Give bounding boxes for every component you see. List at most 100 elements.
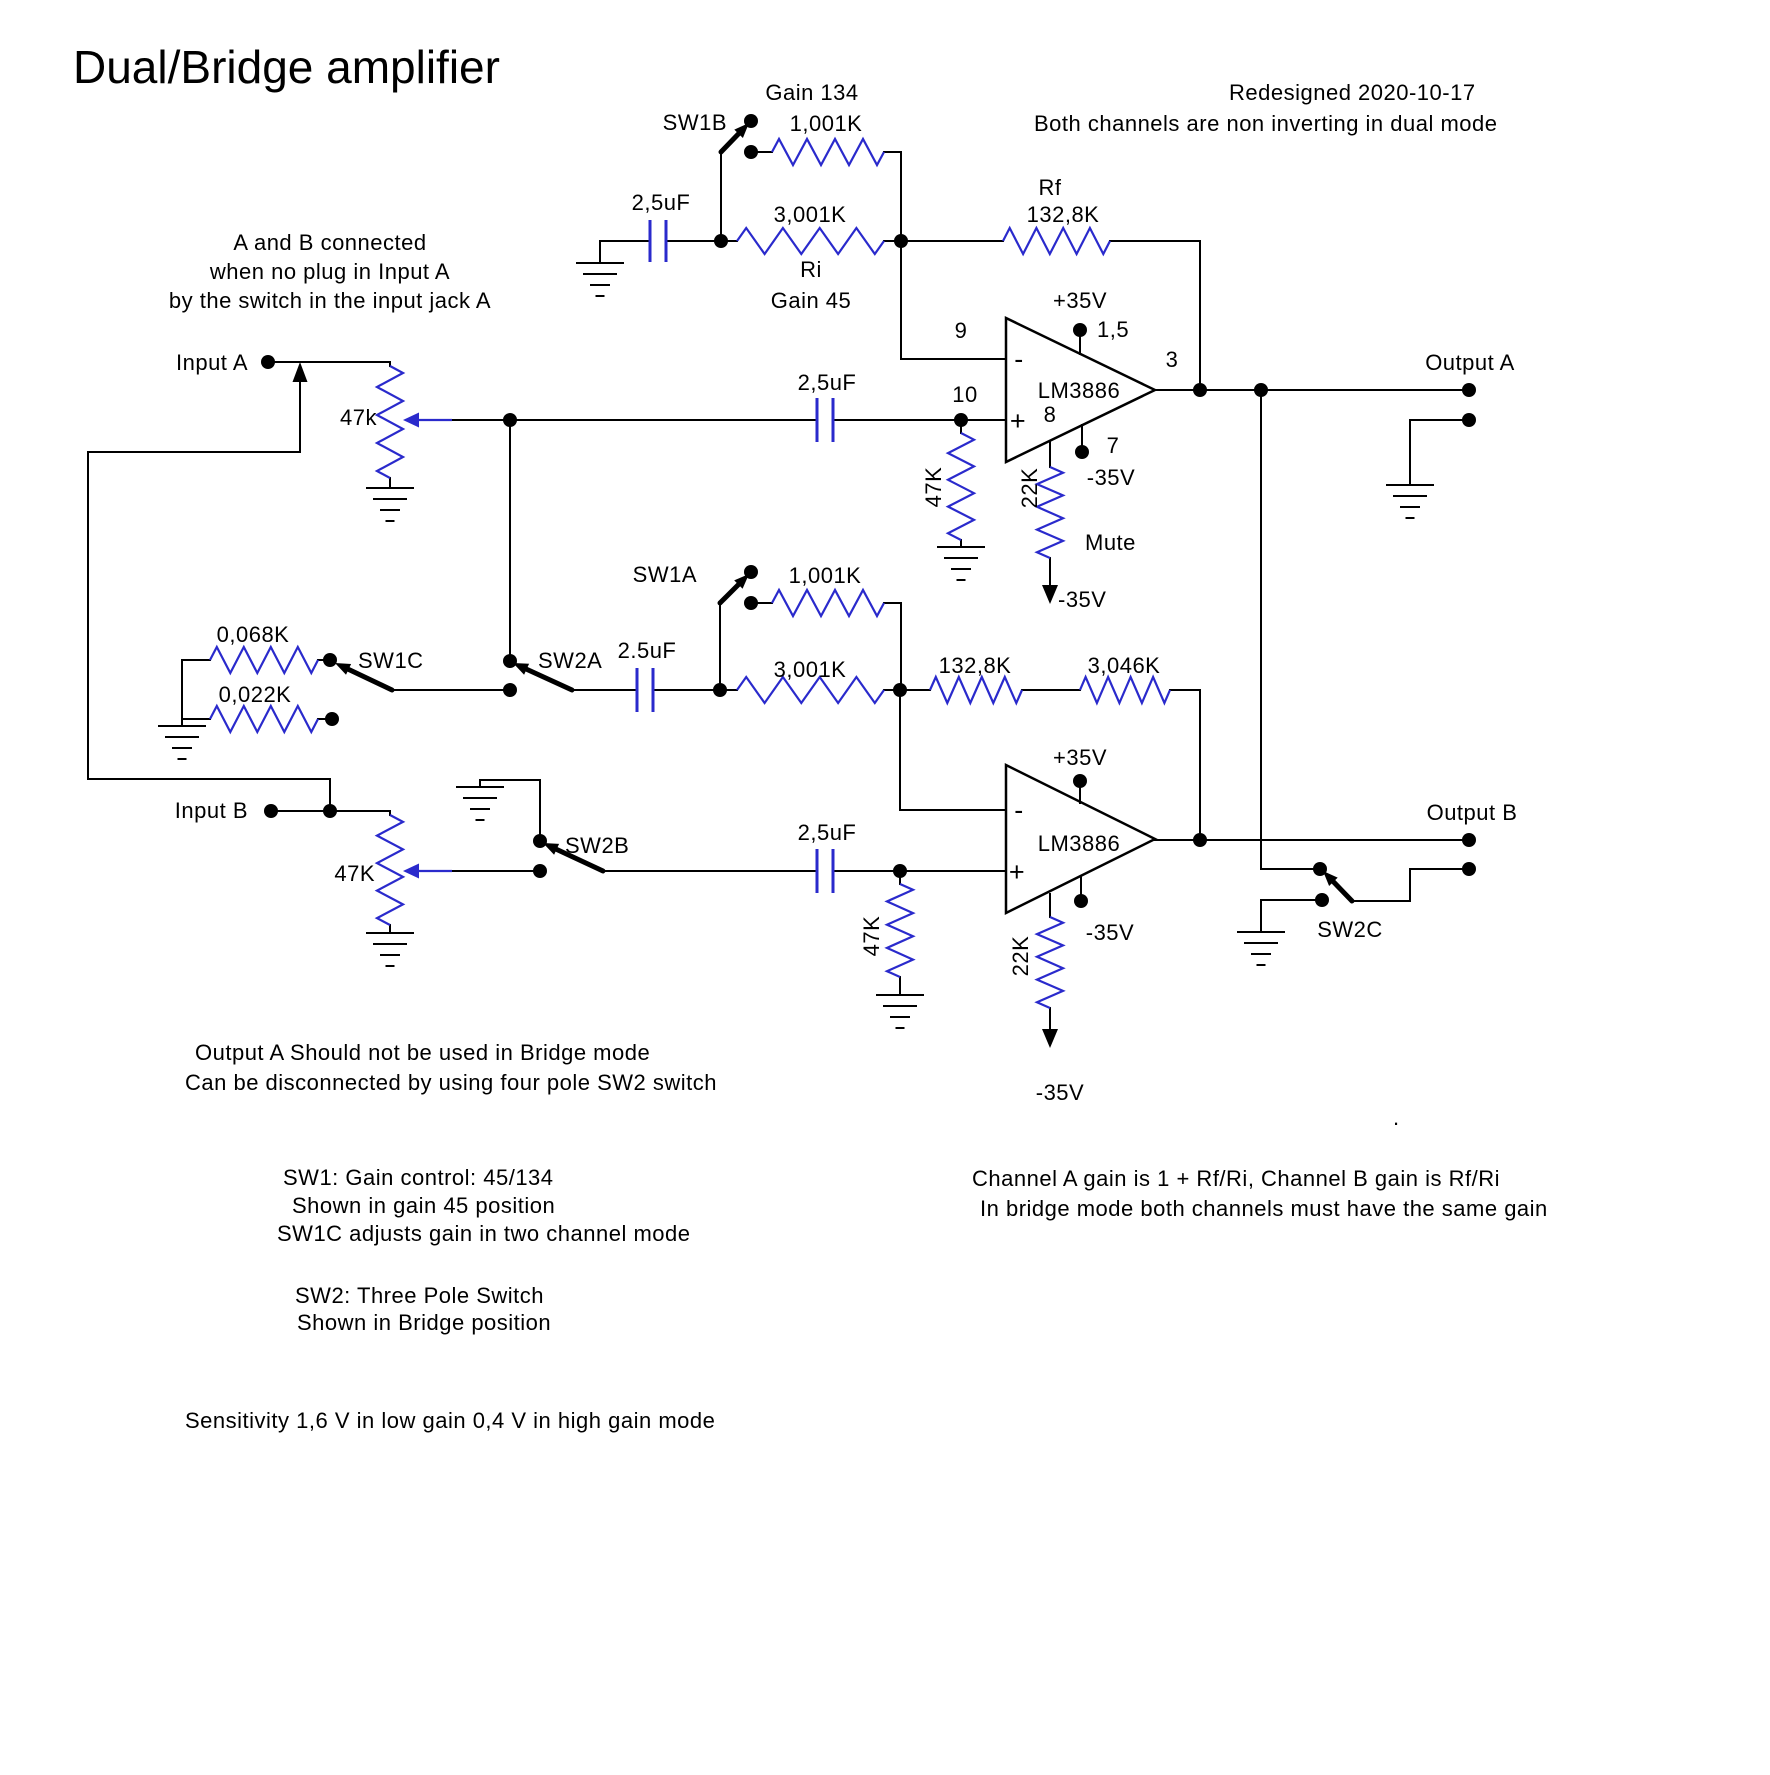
ground-icon xyxy=(366,932,414,967)
capacitors xyxy=(635,220,835,893)
ground-icon xyxy=(876,994,924,1029)
sw1-note-line3: SW1C adjusts gain in two channel mode xyxy=(277,1221,691,1246)
sw1c-label: SW1C xyxy=(358,648,424,673)
opamp-b-inverting-sign: - xyxy=(1014,795,1024,825)
output-b-label: Output B xyxy=(1427,800,1518,825)
ri-name-label: Ri xyxy=(800,257,822,282)
resistor-47k-b-value: 47K xyxy=(859,916,884,957)
capacitor-in-b-value: 2,5uF xyxy=(798,820,857,845)
resistor-47k-b xyxy=(884,882,916,979)
opamp-a-part-label: LM3886 xyxy=(1038,378,1121,403)
wires xyxy=(87,151,1470,1030)
switch-lever-sw2b xyxy=(543,843,606,874)
sw1b-label: SW1B xyxy=(663,110,727,135)
opamp-b-noninverting-sign: + xyxy=(1009,857,1025,887)
pot-wiper-a-icon xyxy=(403,412,452,428)
resistor-ri-a-value: 3,001K xyxy=(774,202,847,227)
vminus-mute-a-label: -35V xyxy=(1058,587,1106,612)
pin-9-label: 9 xyxy=(955,318,968,343)
opamp-b: LM3886 - + xyxy=(1004,762,1158,916)
gain-45-label: Gain 45 xyxy=(771,288,852,313)
pot-47k-a xyxy=(374,365,406,479)
pot-wiper-b-icon xyxy=(403,863,452,879)
resistor-22k-b xyxy=(1034,915,1066,1010)
capacitor-fb-a xyxy=(648,220,668,262)
vminus-mute-b-label: -35V xyxy=(1036,1080,1084,1105)
notes: Output A Should not be used in Bridge mo… xyxy=(185,1040,1548,1433)
resistor-1328k-b-value: 132,8K xyxy=(939,653,1012,678)
sw1a-label: SW1A xyxy=(633,562,697,587)
ab-note-line3: by the switch in the input jack A xyxy=(169,288,491,313)
resistor-ri-b xyxy=(736,675,885,705)
input-a-label: Input A xyxy=(176,350,248,375)
switch-lever-sw2a xyxy=(513,663,575,693)
resistor-3046k-b-value: 3,046K xyxy=(1088,653,1161,678)
ground-icon xyxy=(158,725,206,760)
output-a-label: Output A xyxy=(1425,350,1515,375)
jack-switch-arrow-icon xyxy=(292,362,308,382)
pin-3-label: 3 xyxy=(1166,347,1179,372)
capacitor-in-a xyxy=(815,398,835,442)
resistor-ri-a xyxy=(736,226,885,256)
resistor-1001k-a-value: 1,001K xyxy=(790,111,863,136)
output-a-note-line1: Output A Should not be used in Bridge mo… xyxy=(195,1040,650,1065)
ground-icon xyxy=(1237,931,1285,966)
switch-lever-sw1b xyxy=(718,123,749,155)
capacitor-in-a-value: 2,5uF xyxy=(798,370,857,395)
vminus-a-label: -35V xyxy=(1087,465,1135,490)
capacitor-fb-a-value: 2,5uF xyxy=(632,190,691,215)
capacitor-fb-b xyxy=(635,668,655,712)
opamp-a: LM3886 - + xyxy=(1004,316,1158,464)
opamp-b-part-label: LM3886 xyxy=(1038,831,1121,856)
resistor-22k-a xyxy=(1034,465,1066,560)
sw2-note-line1: SW2: Three Pole Switch xyxy=(295,1283,544,1308)
vplus-b-label: +35V xyxy=(1053,745,1107,770)
pin-7-label: 7 xyxy=(1107,433,1120,458)
capacitor-fb-b-value: 2.5uF xyxy=(618,638,677,663)
sw2-note-line2: Shown in Bridge position xyxy=(297,1310,551,1335)
opamp-a-inverting-sign: - xyxy=(1014,344,1024,374)
sw1-note-line1: SW1: Gain control: 45/134 xyxy=(283,1165,554,1190)
resistor-47k-a-value: 47K xyxy=(921,467,946,508)
pot-a-value: 47k xyxy=(340,405,377,430)
stray-period: . xyxy=(1393,1105,1400,1130)
gain-note-line2: In bridge mode both channels must have t… xyxy=(980,1196,1548,1221)
ab-note-line1: A and B connected xyxy=(233,230,426,255)
resistors xyxy=(209,136,1172,1010)
resistor-1328k-b xyxy=(928,674,1024,706)
resistor-1001k-b-value: 1,001K xyxy=(789,563,862,588)
switch-levers xyxy=(335,123,1355,904)
sw2b-label: SW2B xyxy=(565,833,629,858)
ground-icons xyxy=(158,262,1434,1029)
pot-47k-b xyxy=(374,814,406,926)
ground-icon xyxy=(456,786,504,821)
pot-b-value: 47K xyxy=(334,861,375,886)
header-redesigned: Redesigned 2020-10-17 xyxy=(1229,80,1476,105)
resistor-3046k-b xyxy=(1078,674,1172,706)
opamp-a-noninverting-sign: + xyxy=(1010,406,1026,436)
resistor-ri-b-value: 3,001K xyxy=(774,657,847,682)
switch-lever-sw2c xyxy=(1323,871,1355,904)
labels: Gain 134 SW1B 1,001K 2,5uF 3,001K Ri Gai… xyxy=(169,80,1518,1105)
resistor-47k-a xyxy=(945,432,977,541)
sensitivity-note: Sensitivity 1,6 V in low gain 0,4 V in h… xyxy=(185,1408,715,1433)
sw1-note-line2: Shown in gain 45 position xyxy=(292,1193,555,1218)
switch-lever-sw1a xyxy=(717,574,749,606)
resistor-1001k-b xyxy=(771,587,885,619)
resistor-1001k-a xyxy=(771,136,885,168)
output-a-note-line2: Can be disconnected by using four pole S… xyxy=(185,1070,717,1095)
ground-icon xyxy=(576,262,624,297)
resistor-0068k-value: 0,068K xyxy=(217,622,290,647)
ab-note-line2: when no plug in Input A xyxy=(209,259,450,284)
resistor-rf-a xyxy=(1002,225,1111,257)
resistor-0022k xyxy=(209,703,319,735)
sw2a-label: SW2A xyxy=(538,648,602,673)
pin-8-label: 8 xyxy=(1044,402,1057,427)
mute-supply-arrow-a-icon xyxy=(1042,585,1058,604)
resistor-0022k-value: 0,022K xyxy=(219,682,292,707)
junction-dots xyxy=(261,114,1476,908)
capacitor-in-b xyxy=(815,849,835,893)
mute-supply-arrow-b-icon xyxy=(1042,1029,1058,1048)
